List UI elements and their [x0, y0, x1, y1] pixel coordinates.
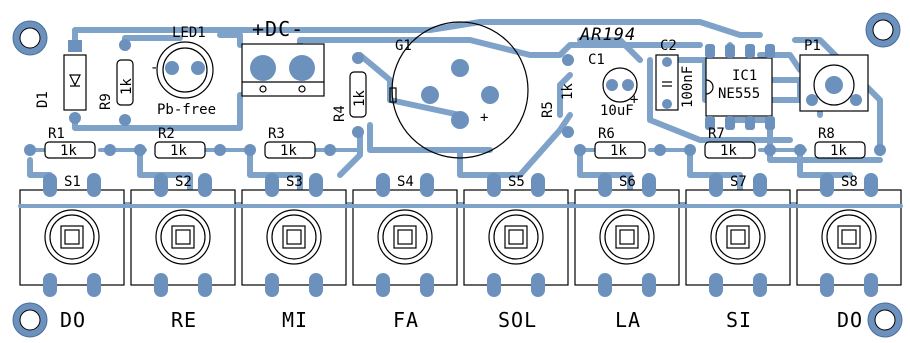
switch-ref-label: S4 — [397, 174, 414, 190]
c1-polarity-label: + — [630, 92, 638, 108]
resistor-r4: R4 1k — [332, 52, 368, 138]
switch-note-label: DO — [837, 308, 863, 332]
led-ref-label: LED1 — [172, 25, 206, 41]
r5-value-label: 1k — [560, 83, 576, 100]
switch-ref-label: S7 — [730, 174, 747, 190]
switch-ref-label: S6 — [619, 174, 636, 190]
diode-d1: D1 — [35, 40, 87, 124]
switch-note-label: FA — [393, 308, 419, 332]
switch-button-cap[interactable] — [726, 225, 750, 249]
switch-button-cap[interactable] — [837, 225, 861, 249]
switch-ref-label: S1 — [64, 174, 81, 190]
led-minus-label: - — [150, 60, 158, 76]
led-led1: LED1 Pb-free - — [150, 25, 216, 118]
r4-value-label: 1k — [352, 90, 368, 107]
switch-button-cap[interactable] — [60, 225, 84, 249]
potentiometer-p1: P1 — [799, 38, 869, 112]
r9-value-label: 1k — [119, 78, 135, 95]
c1-value-label: 10uF — [600, 103, 634, 119]
capacitor-c2: C2 100nF — [655, 38, 696, 111]
switch-button-cap[interactable] — [393, 225, 417, 249]
resistor-ref-label: R2 — [158, 126, 175, 142]
resistor-ref-label: R8 — [818, 126, 835, 142]
power-terminal: +DC- — [241, 17, 325, 97]
resistor-ref-label: R3 — [268, 126, 285, 142]
ic-value-label: NE555 — [718, 86, 760, 102]
c1-ref-label: C1 — [588, 52, 605, 68]
switch-ref-label: S3 — [286, 174, 303, 190]
switch-note-label: SI — [726, 308, 752, 332]
switch-note-label: MI — [282, 308, 308, 332]
power-label: +DC- — [252, 17, 304, 41]
diode-ref-label: D1 — [35, 91, 51, 108]
resistor-ref-label: R1 — [48, 126, 65, 142]
resistor-value-label: 1k — [60, 143, 77, 159]
led-note-label: Pb-free — [157, 102, 216, 118]
resistor-value-label: 1k — [170, 143, 187, 159]
resistor-value-label: 1k — [720, 143, 737, 159]
c2-value-label: 100nF — [680, 66, 696, 108]
resistor-r5: R5 1k — [540, 54, 576, 138]
r4-ref-label: R4 — [332, 105, 348, 122]
board-title: AR194 — [579, 25, 636, 45]
resistor-r9: R9 1k — [98, 39, 135, 126]
switch-note-label: LA — [615, 308, 641, 332]
resistor-ref-label: R6 — [598, 126, 615, 142]
switch-button-cap[interactable] — [282, 225, 306, 249]
ic-ic1: IC1 NE555 — [705, 44, 775, 130]
switch-note-label: DO — [60, 308, 86, 332]
ic-ref-label: IC1 — [732, 68, 757, 84]
buzzer-polarity-label: + — [480, 110, 488, 126]
switch-ref-label: S8 — [841, 174, 858, 190]
resistor-value-label: 1k — [610, 143, 627, 159]
r9-ref-label: R9 — [98, 93, 114, 110]
capacitor-c1: C1 10uF + — [588, 52, 638, 119]
switch-ref-label: S2 — [175, 174, 192, 190]
pot-ref-label: P1 — [804, 38, 821, 54]
buzzer-g1: G1 + — [389, 21, 529, 159]
switch-ref-label: S5 — [508, 174, 525, 190]
r5-ref-label: R5 — [540, 101, 556, 118]
c2-ref-label: C2 — [660, 38, 677, 54]
switch-note-label: RE — [171, 308, 197, 332]
switch-button-cap[interactable] — [171, 225, 195, 249]
resistor-value-label: 1k — [280, 143, 297, 159]
resistor-value-label: 1k — [830, 143, 847, 159]
switch-button-cap[interactable] — [615, 225, 639, 249]
resistor-ref-label: R7 — [708, 126, 725, 142]
switch-note-label: SOL — [498, 308, 537, 332]
switch-button-cap[interactable] — [504, 225, 528, 249]
buzzer-ref-label: G1 — [395, 38, 412, 54]
mounting-holes — [12, 12, 903, 338]
